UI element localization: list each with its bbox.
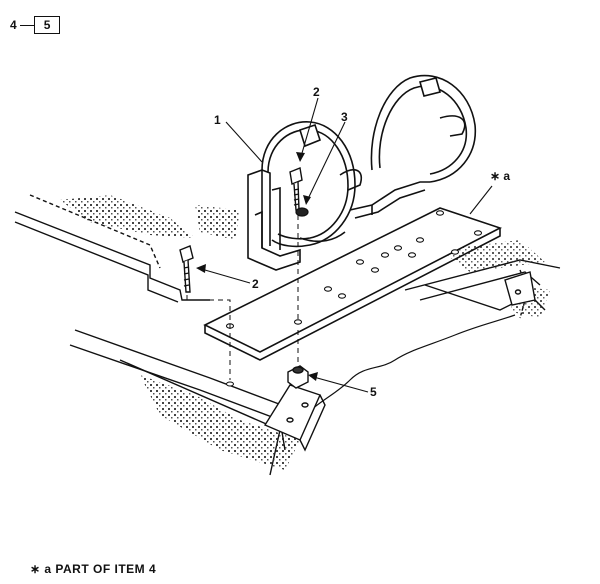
mounting-angle-bracket xyxy=(263,271,536,452)
leader-lines xyxy=(197,97,493,393)
reference-leader xyxy=(19,25,34,27)
reference-sheet-box: 5 xyxy=(33,16,61,34)
callout-a: ∗ a xyxy=(490,169,510,183)
stippled-floor-texture xyxy=(60,195,550,470)
alignment-lines xyxy=(186,215,299,380)
callout-3: 3 xyxy=(341,110,348,124)
reference-item-number: 4 xyxy=(10,18,17,32)
footnote: ∗ a PART OF ITEM 4 xyxy=(30,562,157,576)
callout-5: 5 xyxy=(370,385,377,399)
clamp-ring-rear xyxy=(349,74,477,219)
break-line xyxy=(299,314,516,421)
clamp-ring-front xyxy=(261,121,362,248)
bolt-lower xyxy=(179,245,194,293)
nut-item-5 xyxy=(287,365,309,389)
leader-arrowheads xyxy=(196,152,318,381)
callout-2-upper: 2 xyxy=(313,85,320,99)
plate-holes xyxy=(225,210,483,329)
bolt-upper xyxy=(289,167,303,211)
nut-item-3 xyxy=(295,207,309,217)
callout-2-lower: 2 xyxy=(252,277,259,291)
callout-1: 1 xyxy=(214,113,221,127)
mounting-plate xyxy=(203,207,503,361)
cylinder-bracket-item-1 xyxy=(247,168,301,271)
lower-holes xyxy=(226,381,234,387)
